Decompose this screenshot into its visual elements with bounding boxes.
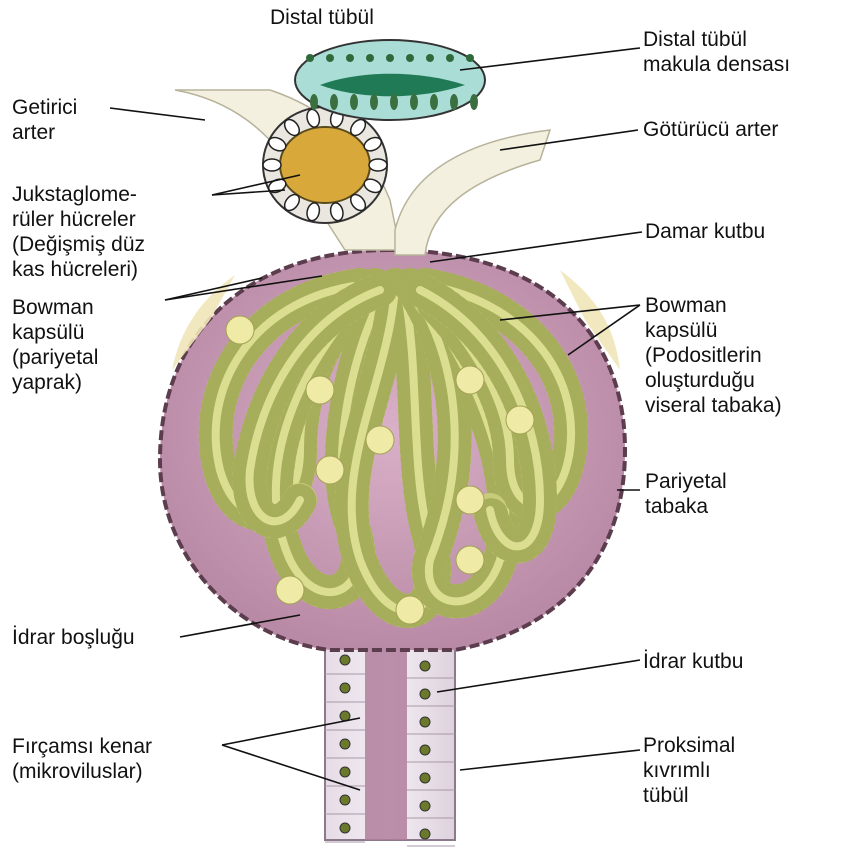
label-fircamsi-line2: (mikroviluslar) [12,760,143,783]
nucleus [340,795,350,805]
proximal-tubule [325,640,455,846]
nucleus [420,717,430,727]
nucleus [410,94,418,110]
label-bowman-visceral-line2: kapsülü [645,319,717,342]
nucleus [466,54,474,62]
podocyte [226,316,254,344]
nucleus [366,54,374,62]
label-bowman-visceral-line4: oluşturduğu [645,369,755,392]
nucleus [406,54,414,62]
nucleus [446,54,454,62]
label-idrar-boslugu: İdrar boşluğu [12,626,135,649]
nucleus [310,94,318,110]
podocyte [456,366,484,394]
jg-cell [369,159,387,171]
nucleus [306,54,314,62]
nucleus [340,767,350,777]
nucleus [430,94,438,110]
label-jg-line4: kas hücreleri) [12,258,138,281]
jg-cell [263,159,281,171]
label-jg-line2: rüler hücreler [12,208,136,231]
podocyte [316,456,344,484]
label-bowman-visceral-line3: (Podositlerin [645,344,762,367]
label-bowman-parietal-line2: kapsülü [12,321,84,344]
nucleus [340,683,350,693]
label-fircamsi-line1: Fırçamsı kenar [12,735,152,758]
proximal-lumen [365,640,407,840]
label-bowman-parietal-line3: (pariyetal [12,346,98,369]
label-proksimal-line3: tübül [643,784,689,807]
nucleus [390,94,398,110]
podocyte [306,376,334,404]
label-getirici-arter-line2: arter [12,121,55,144]
label-bowman-parietal-line1: Bowman [12,296,94,319]
podocyte [396,596,424,624]
podocyte [456,546,484,574]
nucleus [340,739,350,749]
nucleus [426,54,434,62]
nucleus [370,94,378,110]
label-pariyetal-line1: Pariyetal [645,470,727,493]
label-pariyetal-line2: tabaka [645,495,708,518]
label-jg-line3: (Değişmiş düz [12,233,145,256]
label-proksimal-line2: kıvrımlı [643,759,711,782]
nucleus [470,94,478,110]
nucleus [420,661,430,671]
nucleus [420,689,430,699]
label-getirici-arter-line1: Getirici [12,96,77,119]
efferent-arteriole [395,130,550,255]
nucleus [420,773,430,783]
podocyte [506,406,534,434]
nucleus [350,94,358,110]
nucleus [420,801,430,811]
nucleus [346,54,354,62]
label-distal-tubul-makula-line2: makula densası [643,53,790,76]
nucleus [386,54,394,62]
podocyte [456,486,484,514]
nucleus [330,94,338,110]
distal-tubule [295,40,485,120]
podocyte [276,576,304,604]
nucleus [340,655,350,665]
label-bowman-parietal-line4: yaprak) [12,371,82,394]
label-goturucu-arter: Götürücü arter [643,118,778,141]
label-bowman-visceral-line1: Bowman [645,294,727,317]
label-jg-line1: Jukstaglome- [12,183,137,206]
nucleus [420,745,430,755]
podocyte [366,426,394,454]
label-bowman-visceral-line5: viseral tabaka) [645,394,782,417]
juxtaglomerular-cells [263,107,387,223]
nucleus [450,94,458,110]
label-proksimal-line1: Proksimal [643,734,735,757]
nucleus [420,829,430,839]
label-damar-kutbu: Damar kutbu [645,220,765,243]
label-distal-tubul: Distal tübül [270,6,374,29]
nucleus [326,54,334,62]
label-distal-tubul-makula-line1: Distal tübül [643,28,747,51]
nucleus [340,823,350,833]
label-idrar-kutbu: İdrar kutbu [643,650,743,673]
